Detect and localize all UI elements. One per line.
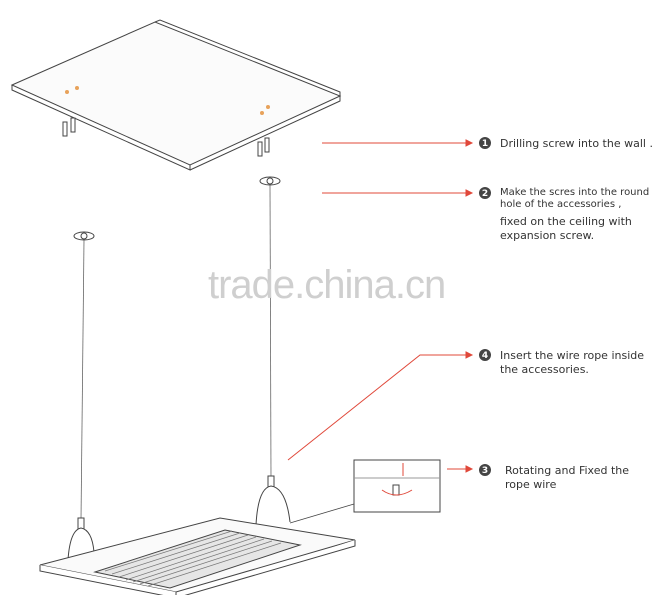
wire-right: [269, 184, 272, 479]
hook-right: [259, 176, 281, 186]
watermark: trade.china.cn: [208, 263, 446, 307]
step-2-extra: fixed on the ceiling with expansion scre…: [500, 215, 632, 243]
arrows: [287, 139, 474, 473]
step-3-line-2: rope wire: [505, 478, 557, 491]
step-4-line-2: the accessories.: [500, 363, 589, 376]
step-2-line-3: fixed on the ceiling with: [500, 215, 632, 228]
wire-left: [80, 239, 85, 521]
step-2-line-1: Make the scres into the round: [500, 187, 650, 198]
hook-left: [73, 231, 95, 241]
ceiling-plate: [10, 19, 342, 171]
step-2-line-2: hole of the accessories ,: [500, 199, 622, 210]
badge-1: 1: [482, 139, 488, 149]
step-1-line-1: Drilling screw into the wall .: [500, 137, 653, 150]
bracket-left: [67, 517, 95, 561]
detail-inset: [353, 459, 441, 513]
step-3-line-1: Rotating and Fixed the: [505, 464, 629, 477]
step-4-line-1: Insert the wire rope inside: [500, 349, 645, 362]
step-3-text: Rotating and Fixed the rope wire: [505, 464, 629, 492]
badge-3: 3: [482, 466, 488, 476]
bracket-right: [255, 475, 291, 526]
badge-4: 4: [482, 351, 488, 361]
step-1-text: Drilling screw into the wall .: [500, 137, 653, 151]
fixture-vents: [104, 530, 282, 587]
step-2-text: Make the scres into the round hole of th…: [500, 187, 649, 211]
step-badges: 1 2 4 3: [479, 137, 491, 476]
mounting-holes: [65, 86, 270, 115]
screws-left: [62, 117, 76, 137]
screws-right: [257, 137, 270, 157]
badge-2: 2: [482, 189, 488, 199]
step-4-text: Insert the wire rope inside the accessor…: [500, 349, 644, 377]
step-2-line-4: expansion screw.: [500, 229, 595, 242]
inset-pointer: [289, 503, 355, 524]
